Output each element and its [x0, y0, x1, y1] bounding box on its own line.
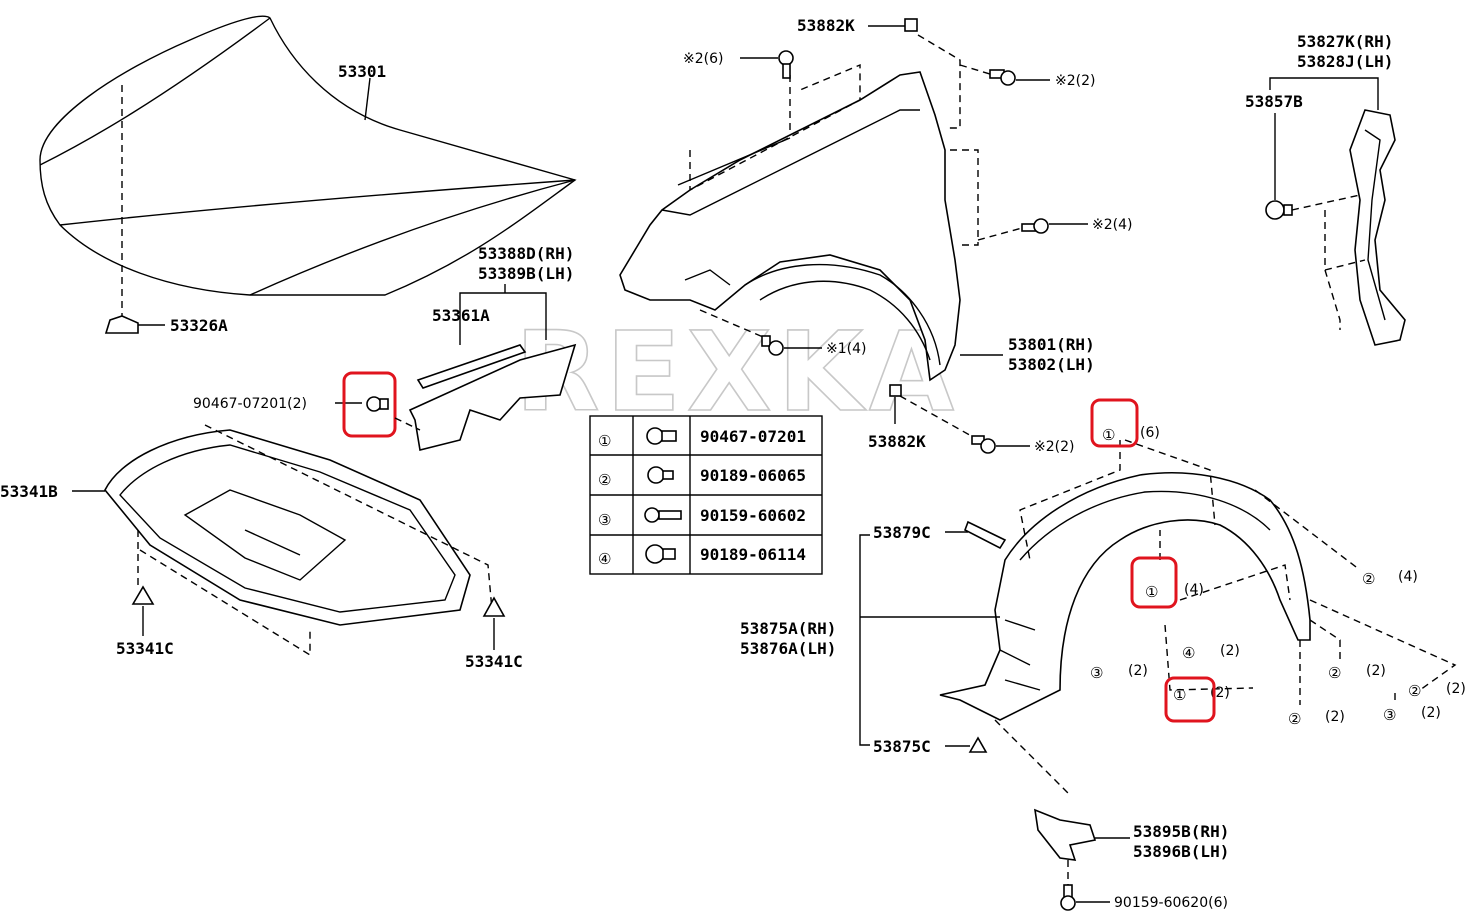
- clip-53326A: [104, 315, 165, 334]
- callout-2-a-qty: (4): [1398, 569, 1418, 585]
- bolt-2-4: [1021, 218, 1049, 234]
- highlight-callout-top: [1090, 398, 1139, 448]
- callout-1-a-qty: (6): [1140, 425, 1160, 441]
- clip-53875C: [968, 736, 988, 753]
- callout-2-d: ②: [1288, 710, 1301, 728]
- fender-53801: [619, 71, 961, 382]
- label-53875A: 53875A(RH): [740, 619, 836, 638]
- mud-guard-53895B: [1034, 808, 1097, 861]
- under-cover-53341B: [104, 429, 471, 626]
- note-2-4: ※2(4): [1092, 217, 1132, 233]
- fender-liner-53875A: [939, 472, 1311, 721]
- label-53882K-bottom: 53882K: [868, 432, 926, 451]
- label-90159-60620: 90159-60620(6): [1114, 895, 1228, 911]
- bolt-2-2-top: [989, 69, 1016, 86]
- seal-53361A: [408, 343, 577, 451]
- fastener-legend: ① ② ③ ④ 90467-07201 90189-06065 90159-60…: [589, 415, 823, 575]
- clip-53341C-left: [131, 585, 155, 605]
- callout-1-b: ①: [1145, 583, 1158, 601]
- label-53857B: 53857B: [1245, 92, 1303, 111]
- legend-part-3: 90159-60602: [700, 506, 806, 525]
- legend-num-1: ①: [598, 432, 611, 450]
- label-53896B: 53896B(LH): [1133, 842, 1229, 861]
- label-53341C-right: 53341C: [465, 652, 523, 671]
- callout-2-b: ②: [1328, 664, 1341, 682]
- label-53879C: 53879C: [873, 523, 931, 542]
- screw-90159-60620: [1060, 884, 1076, 911]
- callout-2-c-qty: (2): [1446, 681, 1466, 697]
- label-53301: 53301: [338, 62, 386, 81]
- callout-3-a: ③: [1090, 664, 1103, 682]
- label-53361A: 53361A: [432, 306, 490, 325]
- legend-num-3: ③: [598, 511, 611, 529]
- callout-2-c: ②: [1408, 682, 1421, 700]
- legend-part-4: 90189-06114: [700, 545, 806, 564]
- watermark: REXKA: [515, 308, 960, 436]
- callout-3-a-qty: (2): [1128, 663, 1148, 679]
- nut-53882K-top: [904, 18, 918, 32]
- clip-icon-4: [645, 544, 676, 564]
- label-53828J: 53828J(LH): [1297, 52, 1393, 71]
- label-53875C: 53875C: [873, 737, 931, 756]
- bolt-2-6: [778, 50, 794, 79]
- callout-1-b-qty: (4): [1184, 582, 1204, 598]
- label-53389B: 53389B(LH): [478, 264, 574, 283]
- highlight-clip-left: [342, 371, 397, 438]
- label-90467-07201: 90467-07201(2): [193, 396, 307, 412]
- note-2-2-bottom: ※2(2): [1034, 439, 1074, 455]
- legend-num-2: ②: [598, 471, 611, 489]
- callout-4-qty: (2): [1220, 643, 1240, 659]
- clip-90467-07201: [366, 396, 389, 412]
- highlight-callout-middle: [1130, 556, 1178, 609]
- screw-icon-3: [644, 507, 682, 523]
- callout-2-b-qty: (2): [1366, 663, 1386, 679]
- clip-53341C-right: [482, 596, 506, 617]
- clip-icon-2: [647, 466, 674, 484]
- side-seal-53827K: [1349, 109, 1406, 346]
- callout-1-c: ①: [1173, 686, 1186, 704]
- note-1-4: ※1(4): [826, 341, 866, 357]
- note-2-6: ※2(6): [683, 51, 723, 67]
- label-53895B: 53895B(RH): [1133, 822, 1229, 841]
- label-53326A: 53326A: [170, 316, 228, 335]
- nut-53882K-bottom: [889, 384, 902, 397]
- clip-icon-1: [646, 427, 677, 445]
- label-53876A: 53876A(LH): [740, 639, 836, 658]
- callout-3-b-qty: (2): [1421, 705, 1441, 721]
- callout-4: ④: [1182, 644, 1195, 662]
- hood-53301: [39, 15, 577, 318]
- bolt-2-2-bottom: [971, 435, 996, 454]
- legend-num-4: ④: [598, 550, 611, 568]
- bolt-1-4: [761, 335, 784, 356]
- label-53388D: 53388D(RH): [478, 244, 574, 263]
- label-53341C-left: 53341C: [116, 639, 174, 658]
- legend-part-1: 90467-07201: [700, 427, 806, 446]
- label-53801: 53801(RH): [1008, 335, 1095, 354]
- clip-53857B: [1265, 200, 1293, 220]
- label-53802: 53802(LH): [1008, 355, 1095, 374]
- label-53341B: 53341B: [0, 482, 58, 501]
- bracket-53879C: [964, 520, 1007, 550]
- label-53882K-top: 53882K: [797, 16, 855, 35]
- callout-1-a: ①: [1102, 426, 1115, 444]
- legend-part-2: 90189-06065: [700, 466, 806, 485]
- note-2-2-top: ※2(2): [1055, 73, 1095, 89]
- highlight-callout-bottom: [1164, 676, 1216, 723]
- callout-2-a: ②: [1362, 570, 1375, 588]
- callout-2-d-qty: (2): [1325, 709, 1345, 725]
- label-53827K: 53827K(RH): [1297, 32, 1393, 51]
- callout-3-b: ③: [1383, 706, 1396, 724]
